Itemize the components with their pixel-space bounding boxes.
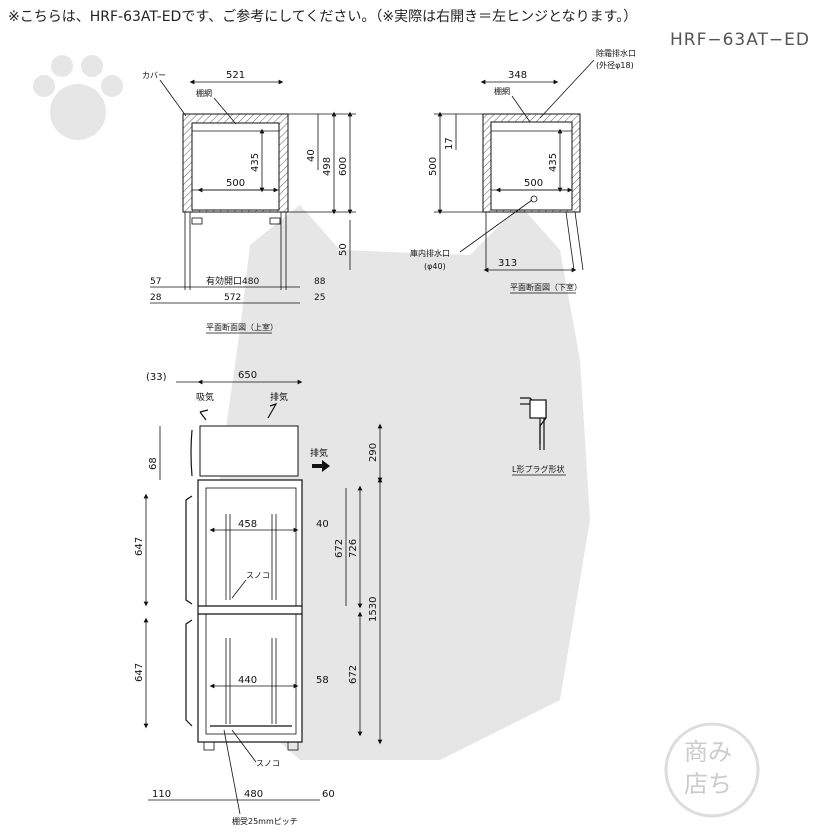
dim-lower-435: 435 bbox=[548, 153, 559, 172]
dim-672-lower: 672 bbox=[348, 665, 359, 684]
sunoko-lower-label: スノコ bbox=[256, 759, 280, 768]
dim-opening-480: 有効開口480 bbox=[206, 275, 259, 287]
dim-33: (33) bbox=[146, 372, 167, 383]
dim-500-vert: 500 bbox=[428, 157, 439, 176]
dim-600: 600 bbox=[338, 157, 349, 176]
caption-upper: 平面断面図（上室） bbox=[206, 322, 278, 332]
dim-521: 521 bbox=[226, 70, 245, 81]
dim-1530: 1530 bbox=[368, 597, 379, 622]
dim-17: 17 bbox=[444, 137, 455, 150]
dim-inner-500: 500 bbox=[226, 178, 245, 189]
model-number: HRF−63AT−ED bbox=[669, 30, 810, 50]
exhaust-top-arrow-icon bbox=[267, 402, 278, 419]
dim-672-upper: 672 bbox=[334, 539, 345, 558]
dim-348: 348 bbox=[508, 70, 527, 81]
defrost-drain-label: 除霜排水口 bbox=[596, 48, 636, 58]
lower-shelf-mesh-label: 棚網 bbox=[494, 86, 510, 96]
intake-arrow-icon bbox=[199, 409, 209, 421]
exhaust-top-label: 排気 bbox=[270, 391, 288, 403]
dim-25: 25 bbox=[314, 293, 325, 303]
exhaust-side-arrow-icon bbox=[312, 460, 330, 472]
plug-caption: L形プラグ形状 bbox=[512, 464, 564, 474]
dim-68: 68 bbox=[148, 457, 159, 470]
dim-480: 480 bbox=[244, 789, 263, 800]
dim-458: 458 bbox=[238, 519, 257, 530]
l-plug-icon: L形プラグ形状 bbox=[512, 397, 566, 476]
dim-60: 60 bbox=[322, 789, 335, 800]
dim-290: 290 bbox=[368, 443, 379, 462]
dim-650: 650 bbox=[238, 370, 257, 381]
dim-440: 440 bbox=[238, 675, 257, 686]
svg-text:商み: 商み bbox=[684, 738, 732, 766]
inner-drain-size: (φ40) bbox=[424, 262, 446, 271]
dim-88: 88 bbox=[314, 277, 326, 287]
shop-seal-watermark: 商み 店ち bbox=[664, 722, 760, 818]
dim-498: 498 bbox=[322, 157, 333, 176]
top-view-upper: 521 500 435 40 498 600 50 カバー 棚網 57 有効開口… bbox=[142, 70, 356, 334]
caption-lower: 平面断面図（下室） bbox=[510, 282, 582, 292]
defrost-drain-size: (外径φ18) bbox=[596, 60, 634, 70]
dim-40: 40 bbox=[306, 149, 317, 162]
dim-435: 435 bbox=[250, 153, 261, 172]
exhaust-side-label: 排気 bbox=[310, 447, 328, 459]
dim-58: 58 bbox=[316, 675, 329, 686]
inner-drain-label: 庫内排水口 bbox=[410, 248, 450, 258]
header-note: ※こちらは、HRF-63AT-EDです、ご参考にしてください。（※実際は右開き＝… bbox=[8, 9, 638, 25]
dim-57: 57 bbox=[150, 277, 161, 287]
side-view: 650 (33) 290 1530 726 672 672 68 647 647… bbox=[134, 370, 383, 826]
dim-lower-inner-500: 500 bbox=[524, 178, 543, 189]
shelf-pitch-label: 棚受25mmピッチ bbox=[232, 816, 298, 826]
dim-726: 726 bbox=[348, 539, 359, 558]
dim-313: 313 bbox=[498, 258, 517, 269]
sunoko-upper-label: スノコ bbox=[246, 571, 270, 580]
dim-647-upper: 647 bbox=[134, 537, 145, 556]
svg-text:店ち: 店ち bbox=[684, 770, 732, 798]
intake-label: 吸気 bbox=[196, 391, 214, 403]
dim-110: 110 bbox=[152, 789, 171, 800]
dim-28: 28 bbox=[150, 293, 162, 303]
top-view-lower: 348 500 17 435 500 313 除霜排水口 (外径φ18) 棚網 … bbox=[410, 48, 636, 294]
cover-label: カバー bbox=[142, 71, 166, 80]
dim-side-40: 40 bbox=[316, 519, 329, 530]
shelf-mesh-label: 棚網 bbox=[196, 88, 212, 98]
dim-572: 572 bbox=[224, 293, 241, 303]
dim-647-lower: 647 bbox=[134, 663, 145, 682]
paw-watermark-icon bbox=[33, 55, 123, 140]
dim-50: 50 bbox=[338, 243, 349, 256]
cat-silhouette-watermark bbox=[220, 205, 590, 760]
